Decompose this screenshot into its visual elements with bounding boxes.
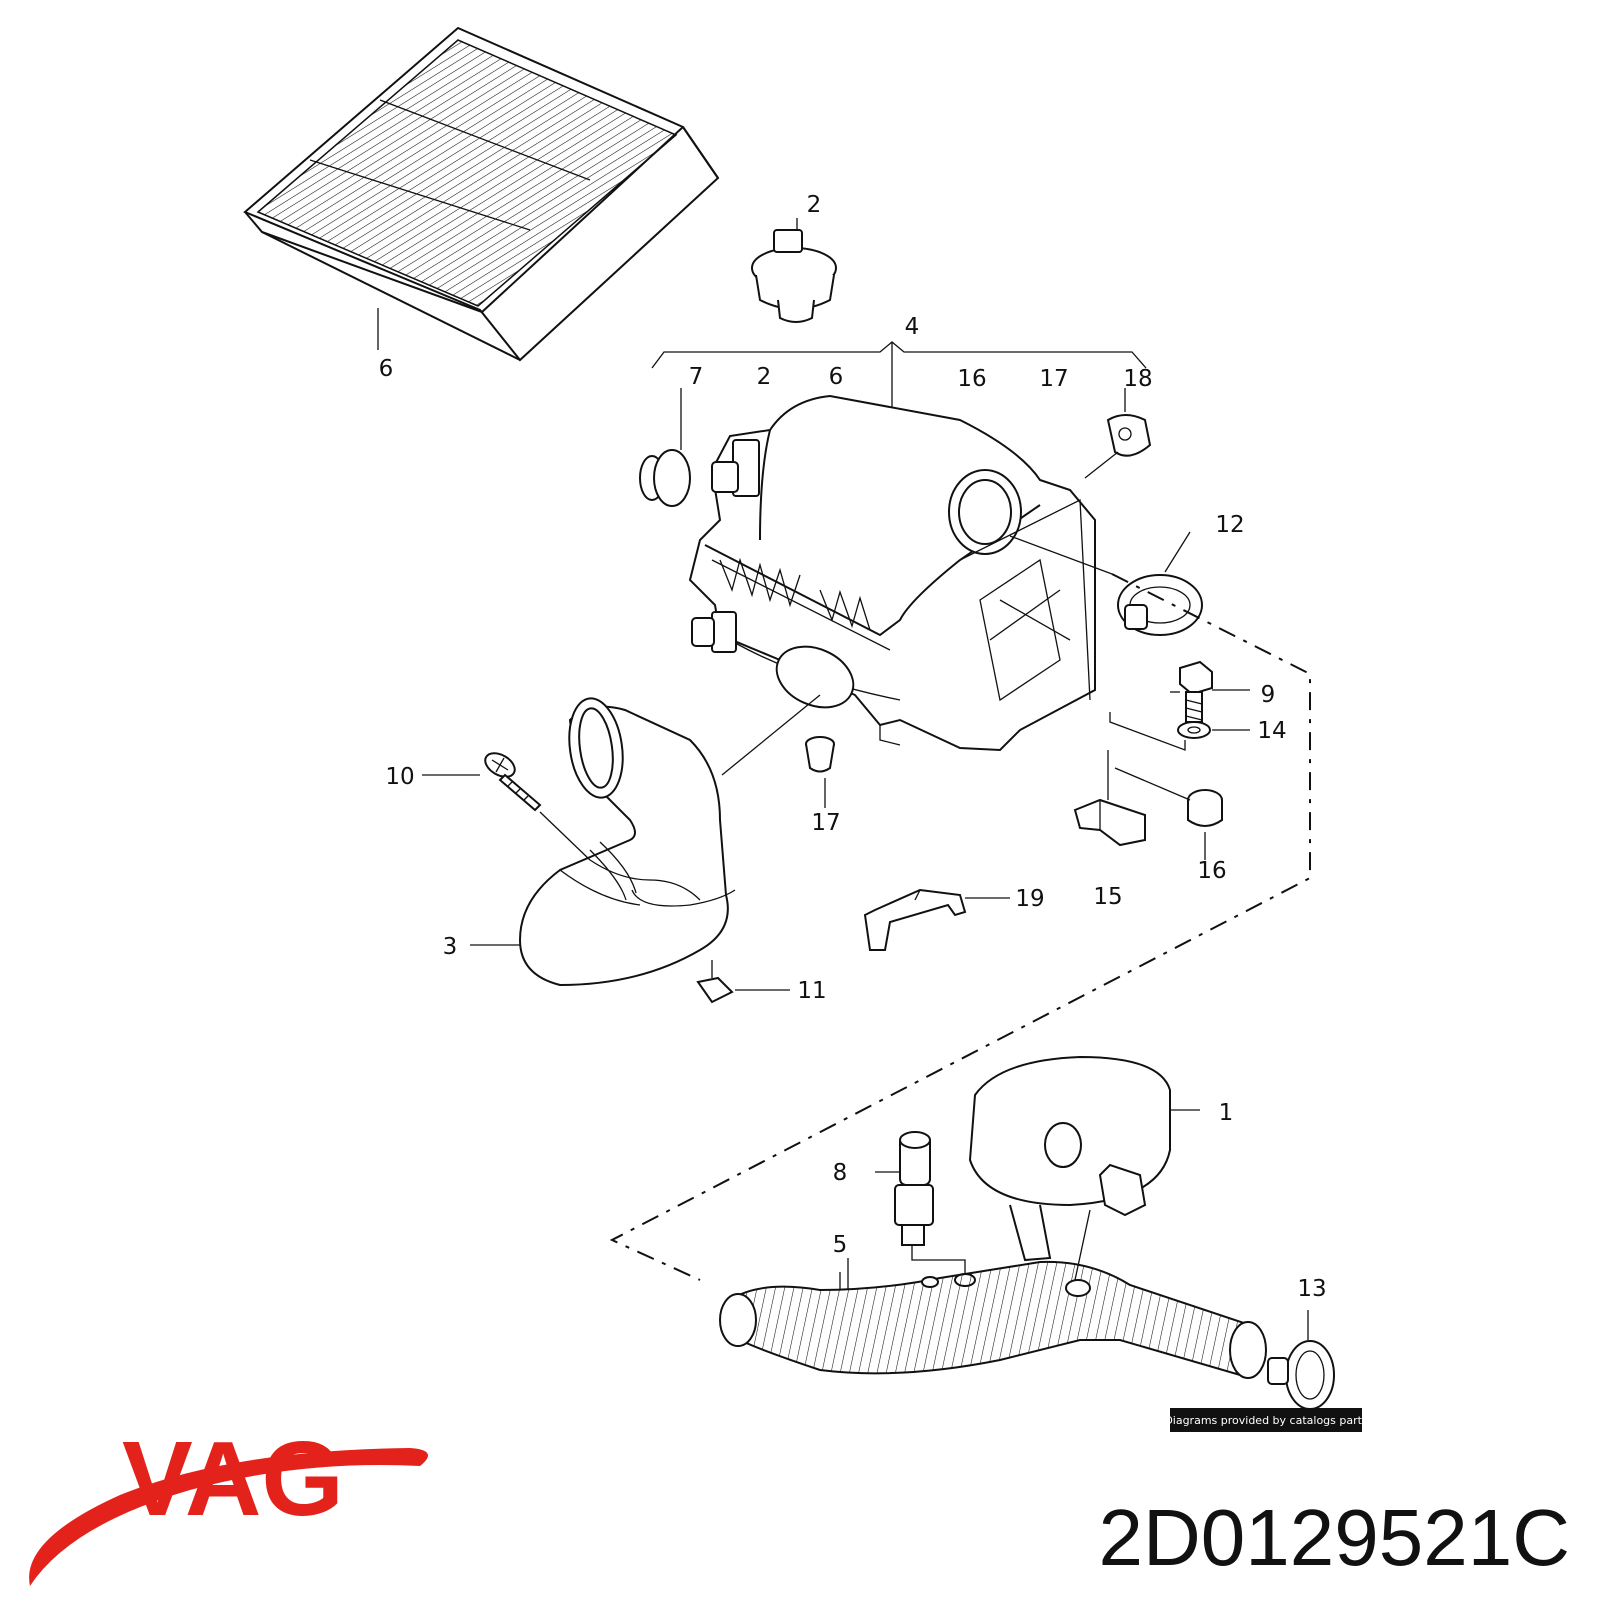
- callout-15-clip: 15: [1093, 884, 1122, 910]
- brand-name: VAG: [122, 1420, 344, 1538]
- callout-19-bracket: 19: [1015, 886, 1044, 912]
- hose-clamp-12: [1117, 531, 1203, 636]
- callout-12-clamp: 12: [1215, 512, 1244, 538]
- support-bracket-19: [863, 888, 1010, 951]
- callout-2-grommet: 2: [807, 192, 822, 218]
- callout-17-bushing: 17: [811, 810, 840, 836]
- bolt-and-washer: [1109, 660, 1250, 751]
- group-item-18: 18: [1123, 366, 1152, 392]
- group-item-6: 6: [829, 364, 844, 390]
- callout-14-washer: 14: [1257, 718, 1286, 744]
- intake-elbow-hose: [518, 694, 821, 987]
- hose-clamp-13: [1267, 1310, 1335, 1410]
- callout-9-bolt: 9: [1261, 682, 1276, 708]
- callout-6-filter: 6: [379, 356, 394, 382]
- air-filter-housing: [688, 394, 1113, 752]
- callout-labels: 2 6 4 7 2 6 16 17 18 12 9 14 10 17 16 19…: [379, 192, 1327, 1302]
- clip-nut-11: [696, 960, 790, 1004]
- small-bushing-17: [805, 736, 835, 808]
- group-item-17: 17: [1039, 366, 1068, 392]
- rubber-bushing: [1114, 767, 1223, 860]
- resonator: [968, 1055, 1200, 1281]
- credit-text: Diagrams provided by catalogs parts: [1164, 1414, 1368, 1427]
- part-number: 2D0129521C: [1099, 1493, 1570, 1582]
- callout-8-sensor: 8: [833, 1160, 848, 1186]
- air-filter-element: [243, 26, 720, 362]
- assembly-dash-lines: [609, 573, 1311, 1281]
- assembly-bracket: [651, 341, 1147, 408]
- group-item-2: 2: [757, 364, 772, 390]
- group-item-16: 16: [957, 366, 986, 392]
- spring-clip: [1084, 388, 1152, 479]
- air-intake-hose: [719, 1260, 1267, 1379]
- callout-11-clip-nut: 11: [797, 978, 826, 1004]
- callout-5-hose: 5: [833, 1232, 848, 1258]
- group-item-7: 7: [689, 364, 704, 390]
- rubber-grommet-top: [751, 218, 837, 323]
- callout-10-screw: 10: [385, 764, 414, 790]
- callout-4-housing: 4: [905, 314, 920, 340]
- vag-logo: VAG: [29, 1420, 428, 1586]
- callout-13-clamp: 13: [1297, 1276, 1326, 1302]
- grommet-side: [639, 388, 691, 507]
- mounting-clip-15: [1073, 750, 1146, 847]
- callout-16-bushing: 16: [1197, 858, 1226, 884]
- self-tapping-screw: [422, 752, 591, 861]
- leader-lines: [470, 691, 1180, 1290]
- intake-sensor: [875, 1131, 976, 1287]
- callout-1-resonator: 1: [1219, 1100, 1234, 1126]
- callout-3-elbow: 3: [443, 934, 458, 960]
- diagram-credit: Diagrams provided by catalogs parts: [1164, 1408, 1368, 1432]
